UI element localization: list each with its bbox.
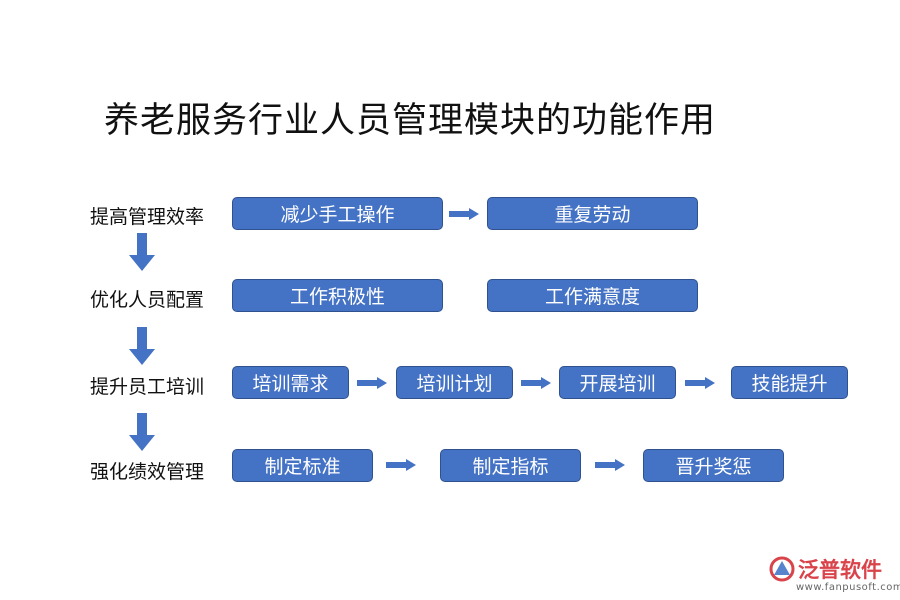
row-label-training: 提升员工培训 xyxy=(90,376,205,398)
right-arrow-icon xyxy=(357,377,387,389)
logo-name: 泛普软件 xyxy=(798,558,882,582)
right-arrow-icon xyxy=(521,377,551,389)
box-set-indicators: 制定指标 xyxy=(440,449,581,482)
box-training-needs: 培训需求 xyxy=(232,366,349,399)
box-training-plan: 培训计划 xyxy=(396,366,513,399)
box-promotion-rewards: 晋升奖惩 xyxy=(643,449,784,482)
down-arrow-icon xyxy=(129,233,155,271)
row-label-performance: 强化绩效管理 xyxy=(90,461,205,483)
box-work-enthusiasm: 工作积极性 xyxy=(232,279,443,312)
box-work-satisfaction: 工作满意度 xyxy=(487,279,698,312)
right-arrow-icon xyxy=(685,377,715,389)
box-conduct-training: 开展培训 xyxy=(559,366,676,399)
row-label-efficiency: 提高管理效率 xyxy=(90,206,205,228)
down-arrow-icon xyxy=(129,327,155,365)
brand-logo: 泛普软件 www.fanpusoft.com xyxy=(768,552,900,598)
right-arrow-icon xyxy=(386,459,416,471)
box-repetitive-labor: 重复劳动 xyxy=(487,197,698,230)
fanpu-logo-icon xyxy=(769,556,795,582)
row-label-staffing: 优化人员配置 xyxy=(90,289,205,311)
right-arrow-icon xyxy=(449,208,479,220)
diagram-title: 养老服务行业人员管理模块的功能作用 xyxy=(104,101,717,141)
right-arrow-icon xyxy=(595,459,625,471)
box-skill-improvement: 技能提升 xyxy=(731,366,848,399)
box-reduce-manual-work: 减少手工操作 xyxy=(232,197,443,230)
box-set-standards: 制定标准 xyxy=(232,449,373,482)
logo-url: www.fanpusoft.com xyxy=(796,582,900,593)
down-arrow-icon xyxy=(129,413,155,451)
